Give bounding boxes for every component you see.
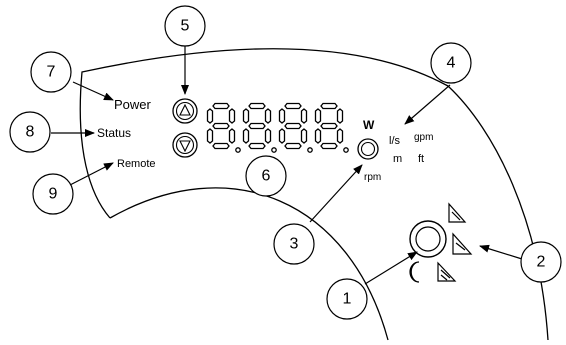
leader-9 (69, 162, 114, 186)
callout-9: 9 (32, 173, 74, 215)
down-button[interactable] (172, 132, 198, 158)
svg-text:1: 1 (343, 291, 352, 308)
up-button[interactable] (172, 98, 198, 124)
unit-feet: ft (418, 153, 424, 165)
panel-outline (79, 48, 549, 341)
svg-text:2: 2 (537, 254, 546, 271)
night-mode-moon-icon (409, 261, 420, 283)
proportional-pressure-curve-icon (448, 202, 467, 223)
leader-1 (364, 251, 418, 285)
svg-text:4: 4 (447, 55, 456, 72)
callout-5: 5 (164, 5, 206, 47)
leader-4 (404, 84, 451, 125)
display-digit (206, 102, 241, 153)
unit-lps: l/s (389, 135, 401, 147)
seven-segment-display (206, 102, 349, 153)
callout-8: 8 (9, 111, 51, 153)
leader-7 (72, 81, 114, 101)
status-label: Status (97, 126, 131, 140)
mode-select-button[interactable] (409, 220, 447, 258)
display-digit (278, 102, 313, 153)
unit-meter: m (393, 153, 402, 165)
down-arrow-icon (179, 140, 191, 153)
display-digit (242, 102, 277, 153)
unit-select-button[interactable] (357, 138, 379, 160)
callout-6: 6 (245, 155, 287, 197)
svg-text:8: 8 (26, 124, 35, 141)
unit-watt: W (363, 118, 375, 132)
unit-rpm: rpm (364, 172, 381, 183)
remote-label: Remote (117, 158, 156, 170)
leader-3 (309, 164, 363, 223)
callout-4: 4 (430, 42, 472, 84)
svg-text:5: 5 (181, 18, 190, 35)
power-label: Power (114, 97, 152, 112)
panel-inner-arc (109, 187, 389, 341)
svg-text:7: 7 (47, 64, 56, 81)
up-arrow-icon (179, 103, 191, 116)
callout-3: 3 (273, 223, 315, 265)
callout-2: 2 (520, 241, 562, 283)
callout-7: 7 (30, 51, 72, 93)
callout-1: 1 (326, 278, 368, 320)
svg-text:9: 9 (49, 186, 58, 203)
constant-pressure-curve-icon (452, 232, 473, 255)
display-digit (314, 102, 349, 153)
svg-text:6: 6 (262, 168, 271, 185)
unit-gpm: gpm (414, 132, 433, 143)
svg-text:3: 3 (290, 236, 299, 253)
fixed-curve-icon (437, 261, 457, 282)
leader-2 (479, 244, 523, 260)
